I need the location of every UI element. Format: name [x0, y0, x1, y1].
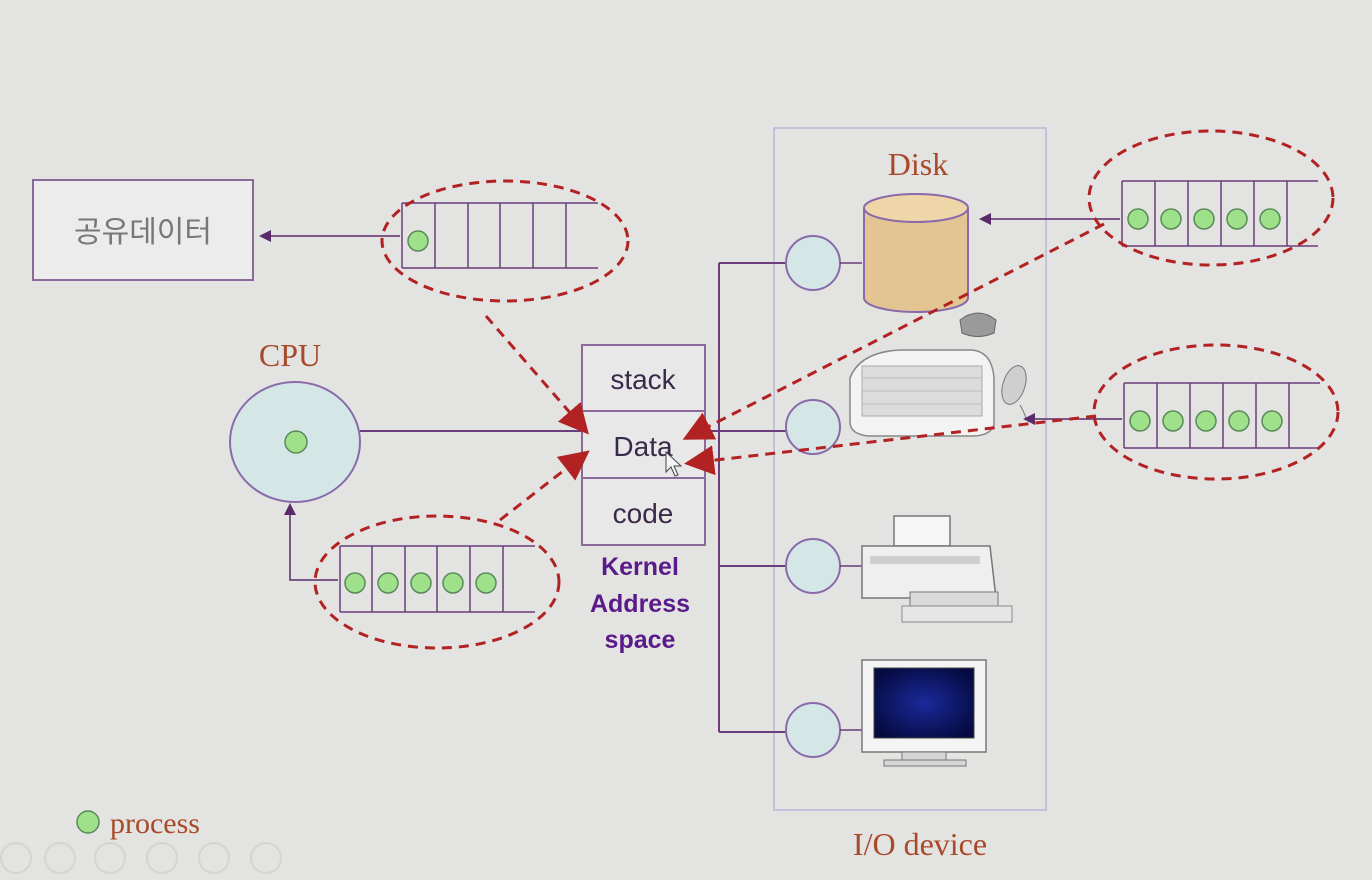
keyboard-queue — [1023, 343, 1340, 481]
process-dot — [1259, 208, 1281, 230]
data-access-arrows — [484, 222, 1105, 522]
player-controls[interactable] — [0, 842, 282, 874]
prev-slide-icon[interactable] — [0, 842, 32, 874]
process-dot — [1193, 208, 1215, 230]
process-dot — [1228, 410, 1250, 432]
cursor-icon — [665, 450, 683, 477]
process-dot — [442, 572, 464, 594]
disk-controller-node — [785, 235, 841, 291]
kernel-address-space: stack Data code Kernel Address space — [581, 344, 706, 654]
shared-data-box: 공유데이터 — [32, 179, 254, 281]
keyboard-mouse-icon — [849, 312, 1027, 437]
process-dot — [1261, 410, 1283, 432]
disk-queue — [979, 129, 1335, 267]
shared-queue-highlight — [380, 179, 630, 303]
keyboard-controller-node — [785, 399, 841, 455]
process-dot — [377, 572, 399, 594]
keyboard-queue-highlight — [1092, 343, 1340, 481]
kernel-label-line3: space — [605, 626, 676, 654]
kernel-label-line2: Address — [590, 590, 690, 618]
printer-icon — [861, 515, 1013, 623]
io-device-panel — [773, 127, 1047, 811]
shared-data-label: 공유데이터 — [74, 216, 212, 249]
process-dot — [1226, 208, 1248, 230]
disk-cylinder-icon: Disk — [863, 146, 969, 313]
cpu-node: CPU — [229, 337, 582, 503]
slides-icon[interactable] — [146, 842, 178, 874]
process-dot — [475, 572, 497, 594]
legend-process-label: process — [110, 807, 200, 840]
shared-data-queue — [259, 179, 630, 303]
data-label: Data — [613, 431, 673, 462]
process-dot — [1162, 410, 1184, 432]
stack-label: stack — [610, 364, 676, 395]
printer-controller-node — [785, 538, 841, 594]
kernel-label-line1: Kernel — [601, 553, 679, 581]
next-slide-icon[interactable] — [44, 842, 76, 874]
disk-queue-highlight — [1087, 129, 1335, 267]
cpu-ready-queue — [284, 503, 561, 650]
process-dot — [344, 572, 366, 594]
process-dot — [407, 230, 429, 252]
zoom-icon[interactable] — [198, 842, 230, 874]
legend: process — [76, 807, 200, 840]
device-bus — [705, 235, 862, 758]
cpu-queue-highlight — [313, 514, 561, 650]
disk-label: Disk — [888, 146, 948, 182]
process-dot — [1160, 208, 1182, 230]
io-device-label: I/O device — [853, 826, 987, 862]
more-options-icon[interactable] — [250, 842, 282, 874]
cpu-label: CPU — [259, 337, 321, 373]
monitor-controller-node — [785, 702, 841, 758]
process-dot — [1195, 410, 1217, 432]
code-label: code — [613, 498, 674, 529]
process-dot — [1127, 208, 1149, 230]
monitor-icon — [861, 659, 987, 767]
process-dot — [410, 572, 432, 594]
process-dot — [284, 430, 308, 454]
process-dot — [1129, 410, 1151, 432]
pen-icon[interactable] — [94, 842, 126, 874]
legend-process-dot — [76, 810, 100, 834]
